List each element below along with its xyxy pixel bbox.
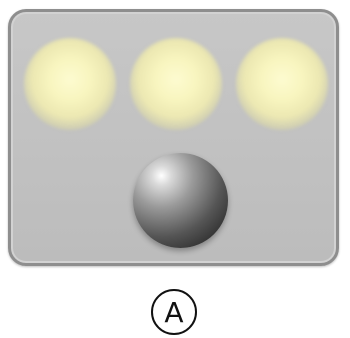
indicator-light-2 bbox=[130, 38, 222, 130]
sphere-button[interactable] bbox=[133, 153, 228, 248]
figure-label: A bbox=[164, 299, 183, 327]
figure-label-circle: A bbox=[151, 289, 197, 335]
indicator-light-1 bbox=[24, 38, 116, 130]
indicator-light-3 bbox=[236, 38, 328, 130]
